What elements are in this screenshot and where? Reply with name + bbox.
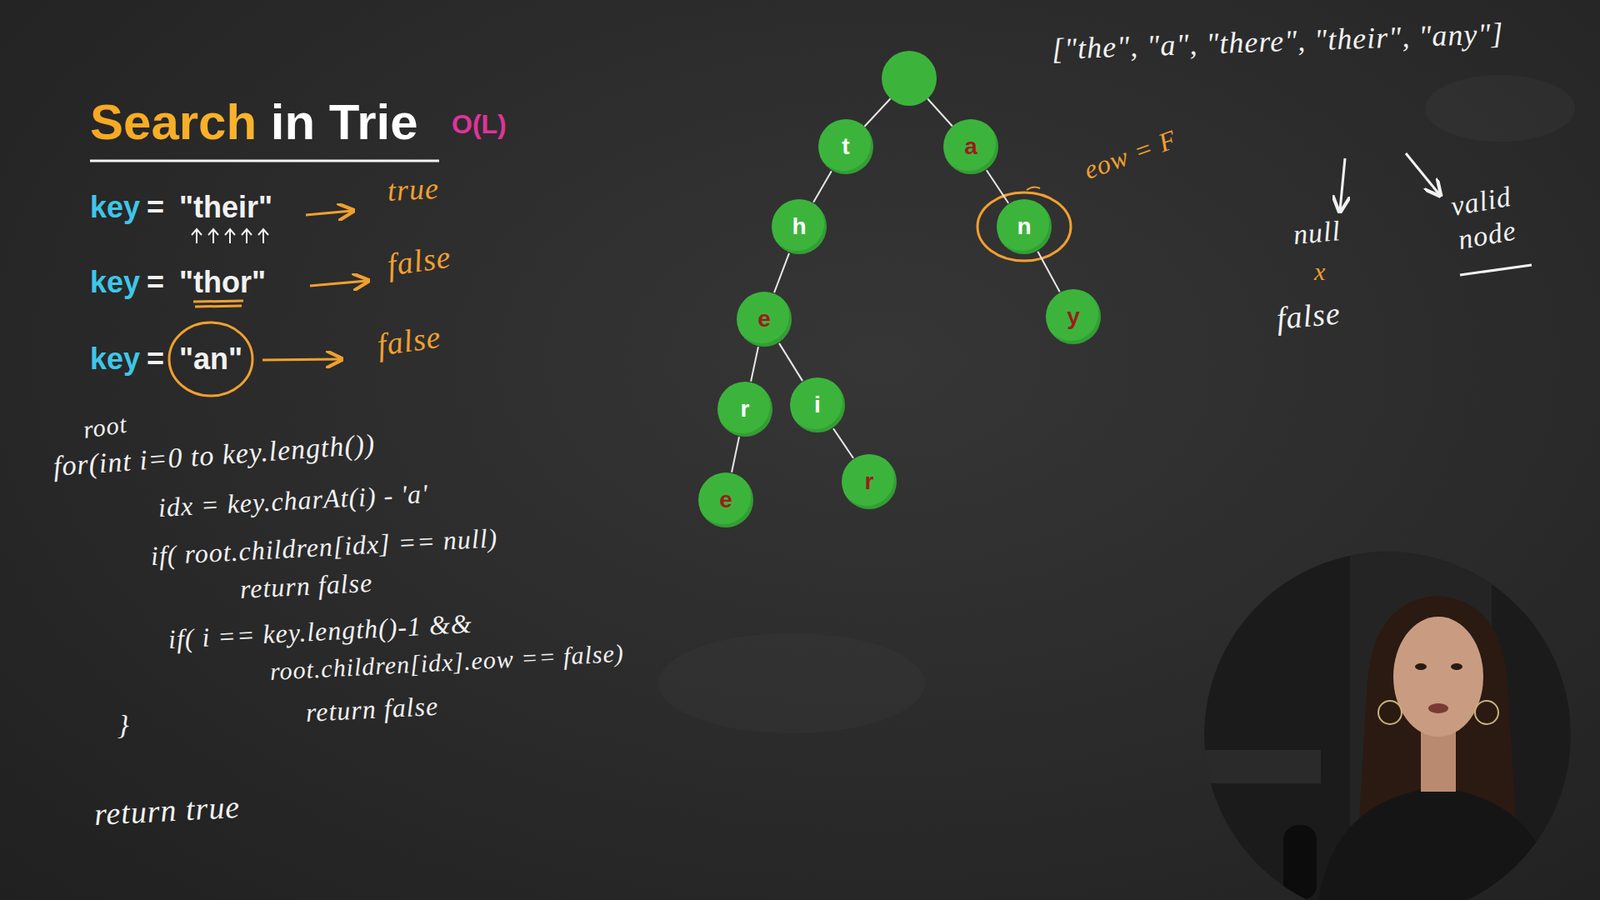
node-letter: e bbox=[719, 488, 733, 512]
webcam-earring bbox=[1475, 700, 1499, 725]
node-letter: y bbox=[1066, 305, 1080, 329]
complexity-note: O(L) bbox=[451, 108, 507, 140]
webcam-eye bbox=[1415, 663, 1427, 670]
trie-edge bbox=[833, 428, 854, 459]
node-letter: r bbox=[740, 397, 750, 421]
result-note: false bbox=[375, 318, 444, 365]
node-letter: a bbox=[964, 135, 978, 159]
code-line: if( root.children[idx] == null) bbox=[150, 521, 499, 572]
key-label: key bbox=[90, 264, 140, 300]
node-letter: h bbox=[791, 215, 806, 239]
trie-edge bbox=[927, 99, 953, 127]
result-note: false bbox=[385, 238, 454, 285]
trie-node: r bbox=[841, 454, 897, 510]
webcam-shelf bbox=[1204, 750, 1321, 784]
trie-node: y bbox=[1045, 289, 1101, 345]
code-line: root bbox=[80, 409, 129, 445]
chalk-arrow bbox=[305, 210, 352, 215]
chalk-smudge bbox=[1425, 75, 1575, 142]
webcam-earring bbox=[1378, 700, 1402, 725]
trie-edge bbox=[750, 346, 759, 381]
pointer-arrows bbox=[191, 229, 269, 244]
chalk-arrow bbox=[1340, 158, 1345, 210]
annotation: valid node bbox=[1429, 176, 1540, 261]
trie-node: e bbox=[698, 472, 754, 528]
code-line: } bbox=[117, 708, 130, 743]
trie-node: n bbox=[996, 199, 1052, 255]
node-letter: n bbox=[1016, 215, 1031, 239]
node-letter: t bbox=[841, 135, 850, 159]
key-value: "thor" bbox=[179, 264, 266, 300]
trie-node: e bbox=[736, 291, 792, 347]
webcam-bubble bbox=[1204, 551, 1571, 900]
key-label: key bbox=[90, 189, 140, 225]
trie-node: a bbox=[943, 119, 999, 175]
node-letter: e bbox=[757, 307, 771, 331]
trie-edge bbox=[864, 98, 890, 127]
trie-node: i bbox=[790, 377, 845, 433]
key-value: "an" bbox=[179, 340, 243, 377]
equals-sign: = bbox=[146, 189, 165, 225]
webcam-face bbox=[1393, 616, 1484, 737]
chalk-arrow bbox=[310, 280, 367, 286]
webcam-mouth bbox=[1428, 703, 1449, 714]
chalk-circle bbox=[977, 192, 1071, 261]
trie-edge bbox=[731, 436, 740, 472]
code-line: return false bbox=[305, 690, 440, 730]
slide-title: Search in Trie bbox=[90, 93, 419, 151]
webcam-ground bbox=[1204, 551, 1571, 900]
chalk-circle bbox=[169, 322, 253, 396]
webcam-mic bbox=[1283, 825, 1317, 900]
key-value: "their" bbox=[179, 189, 273, 225]
annotation: false bbox=[1275, 294, 1342, 338]
chalk-smudge bbox=[658, 633, 925, 734]
trie-node: t bbox=[818, 119, 874, 175]
chalk-underline bbox=[1460, 265, 1532, 275]
equals-sign: = bbox=[146, 264, 165, 300]
node-letter: r bbox=[865, 470, 875, 494]
annotation: x bbox=[1314, 256, 1326, 287]
webcam-eye bbox=[1450, 663, 1463, 670]
trie-edge bbox=[779, 343, 803, 381]
key-label: key bbox=[90, 340, 140, 377]
trie-node: r bbox=[717, 381, 773, 437]
title-underline bbox=[90, 160, 440, 163]
trie-node: h bbox=[771, 199, 827, 255]
word-list: ["the", "a", "there", "their", "any"] bbox=[1050, 15, 1505, 68]
chalk-tick bbox=[1026, 186, 1040, 190]
chalk-arrow bbox=[1405, 153, 1440, 195]
equals-sign: = bbox=[146, 340, 165, 377]
code-line: return true bbox=[93, 788, 241, 835]
result-note: true bbox=[386, 170, 440, 210]
webcam-body bbox=[1316, 787, 1559, 900]
trie-edge bbox=[986, 170, 1009, 203]
trie-edge bbox=[1037, 251, 1060, 292]
trie-edge bbox=[774, 253, 790, 293]
chalk-arrow bbox=[262, 359, 340, 360]
trie-root bbox=[881, 50, 937, 106]
code-line: idx = key.charAt(i) - 'a' bbox=[157, 477, 430, 524]
node-letter: i bbox=[814, 393, 821, 417]
annotation: eow = F bbox=[1079, 123, 1181, 187]
annotation: null bbox=[1291, 214, 1342, 253]
trie-edge bbox=[813, 170, 832, 202]
code-line: return false bbox=[239, 566, 374, 606]
chalk-underline bbox=[193, 300, 244, 307]
